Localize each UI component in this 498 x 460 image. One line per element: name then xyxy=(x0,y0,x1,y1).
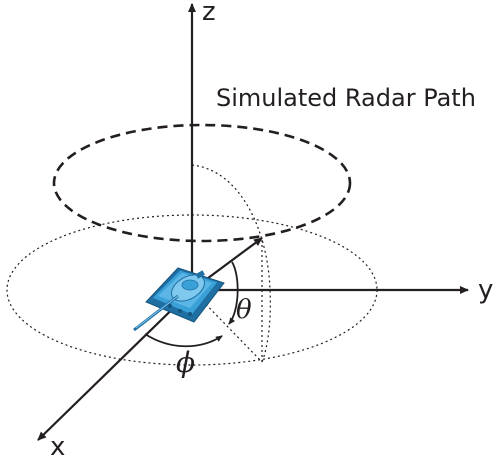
x-axis xyxy=(37,289,193,441)
tank-icon xyxy=(133,267,225,332)
meridian-arc xyxy=(191,164,271,363)
phi-label: ϕ xyxy=(176,346,195,379)
theta-label: θ xyxy=(236,295,252,325)
theta-arc xyxy=(228,261,239,325)
phi-arc xyxy=(144,333,223,348)
radar-path-ellipse xyxy=(52,123,352,243)
y-axis-label: y xyxy=(478,275,493,305)
x-axis-label: x xyxy=(50,432,65,460)
radar-path-label: Simulated Radar Path xyxy=(216,84,476,112)
z-axis-label: z xyxy=(202,0,216,27)
